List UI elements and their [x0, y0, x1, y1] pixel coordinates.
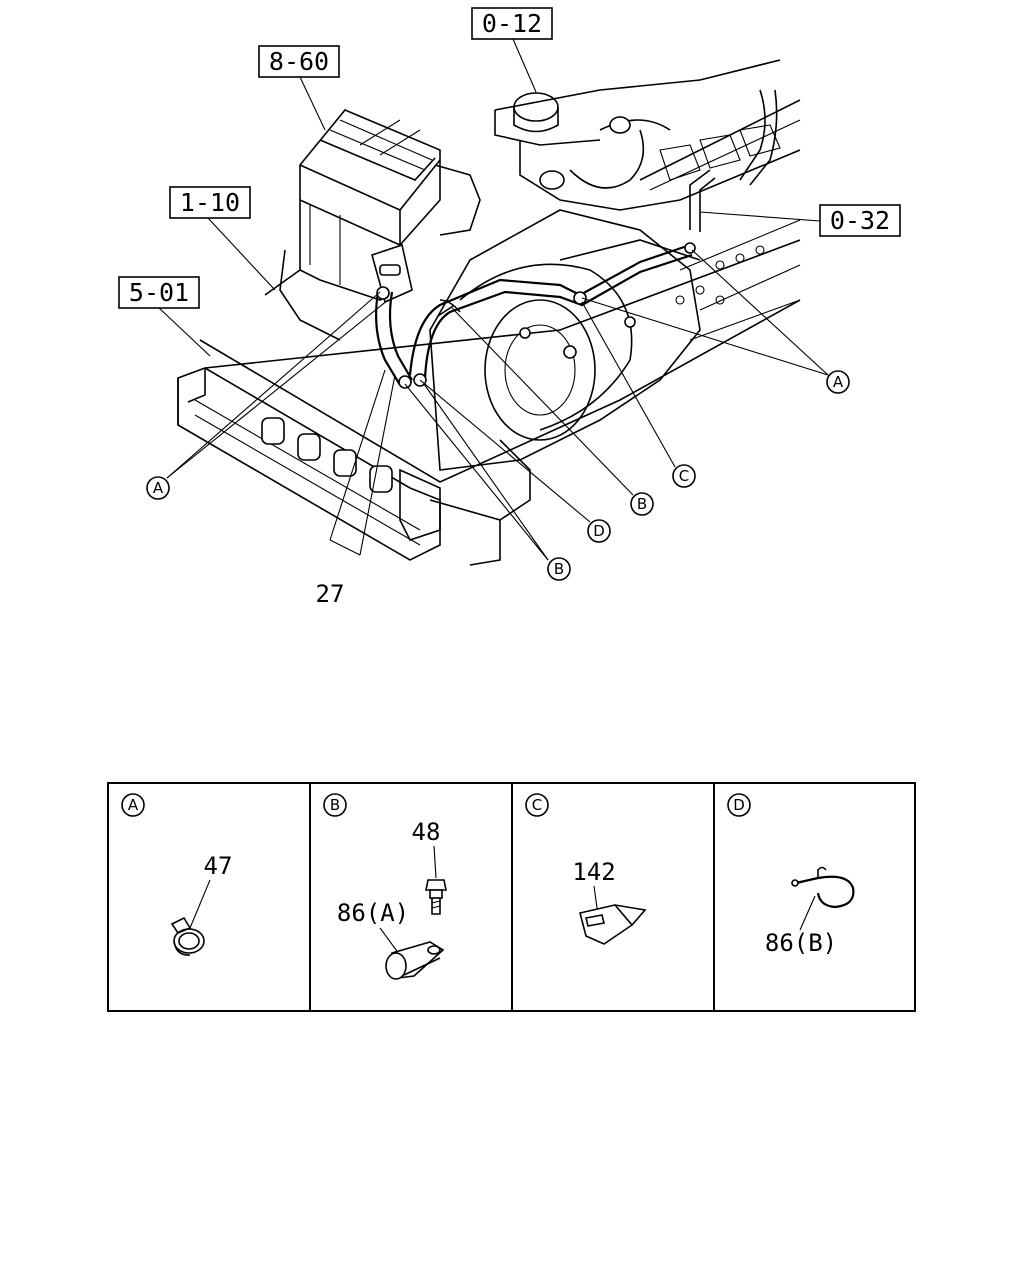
engine-assembly-drawing: 0-12 8-60 1-10 5-01 0-32 A A C — [118, 7, 901, 608]
svg-text:0-32: 0-32 — [830, 206, 890, 235]
part-label-27: 27 — [316, 580, 345, 608]
hose-clamp-icon — [170, 916, 205, 956]
svg-text:0-12: 0-12 — [482, 9, 542, 38]
detail-cell-d: D 86(B) — [727, 793, 855, 957]
callout-c: C — [672, 464, 696, 488]
svg-text:5-01: 5-01 — [129, 278, 189, 307]
callout-b-lower: B — [547, 557, 571, 581]
svg-text:8-60: 8-60 — [269, 47, 329, 76]
svg-text:B: B — [554, 560, 564, 578]
clip-86b-icon — [791, 866, 855, 909]
bracket-142-icon — [579, 904, 647, 945]
svg-text:C: C — [679, 467, 689, 485]
water-tank-area — [494, 59, 801, 341]
ref-box-5-01: 5-01 — [118, 276, 200, 309]
part-label-86b: 86(B) — [765, 929, 837, 957]
bolt-icon — [425, 879, 447, 915]
svg-text:D: D — [593, 522, 605, 540]
detail-cell-b: B 48 86(A) — [323, 793, 447, 980]
svg-text:B: B — [637, 495, 647, 513]
callout-d: D — [587, 519, 611, 543]
detail-letter-a: A — [128, 796, 139, 814]
part-label-48: 48 — [412, 818, 441, 846]
clip-86a-icon — [385, 941, 445, 980]
detail-letter-d: D — [733, 796, 745, 814]
svg-text:A: A — [833, 373, 844, 391]
detail-letter-b: B — [330, 796, 340, 814]
callout-a-left: A — [146, 476, 170, 500]
callout-b-upper: B — [630, 492, 654, 516]
leader-lines — [157, 38, 829, 561]
ref-box-0-32: 0-32 — [819, 204, 901, 237]
heater-hose-27 — [375, 242, 696, 389]
detail-cell-a: A 47 — [121, 793, 233, 956]
callout-a-right: A — [826, 370, 850, 394]
part-label-47: 47 — [204, 852, 233, 880]
svg-text:1-10: 1-10 — [180, 188, 240, 217]
part-label-142: 142 — [572, 858, 615, 886]
heater-unit — [264, 109, 481, 341]
detail-letter-c: C — [532, 796, 542, 814]
engine-block — [429, 209, 701, 521]
frame-rail — [177, 239, 801, 566]
ref-box-8-60: 8-60 — [258, 45, 340, 78]
detail-table: A 47 B 48 86(A) — [107, 782, 916, 1012]
detail-cell-c: C 142 — [525, 793, 647, 945]
svg-text:A: A — [153, 479, 164, 497]
ref-box-1-10: 1-10 — [169, 186, 251, 219]
part-label-86a: 86(A) — [337, 899, 409, 927]
ref-box-0-12: 0-12 — [471, 7, 553, 40]
